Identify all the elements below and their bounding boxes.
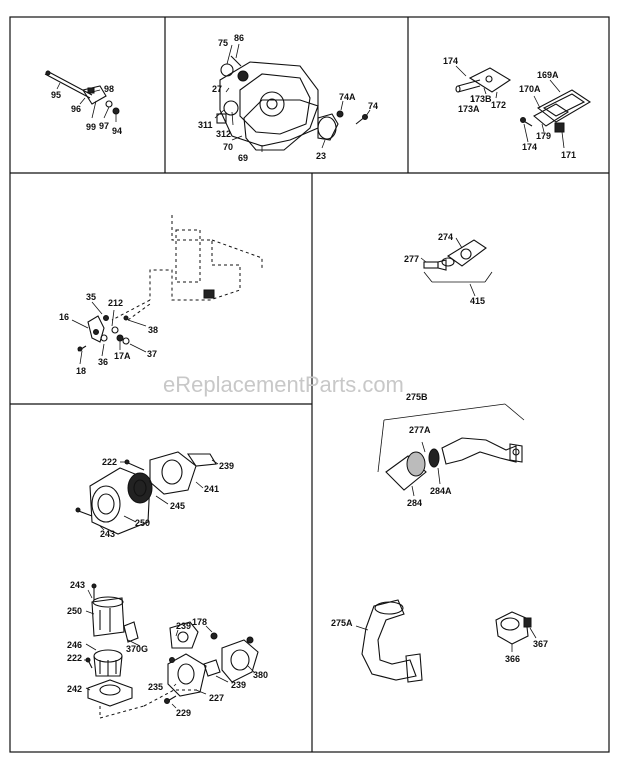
part-label: 415 [470, 296, 485, 306]
part-label: 170A [519, 84, 541, 94]
part-label: 275A [331, 618, 353, 628]
part-label: 274 [438, 232, 453, 242]
part-label: 178 [192, 617, 207, 627]
linkage-assembly-drawing [44, 70, 120, 122]
part-label: 38 [148, 325, 158, 335]
part-label: 250 [135, 518, 150, 528]
part-label: 96 [71, 104, 81, 114]
part-label: 171 [561, 150, 576, 160]
part-label: 229 [176, 708, 191, 718]
part-label: 284A [430, 486, 452, 496]
part-label: 23 [316, 151, 326, 161]
part-label: 366 [505, 654, 520, 664]
part-label: 173B [470, 94, 492, 104]
part-label: 37 [147, 349, 157, 359]
part-label: 243 [70, 580, 85, 590]
part-label: 18 [76, 366, 86, 376]
part-label: 311 [198, 120, 213, 130]
part-label: 97 [99, 121, 109, 131]
part-label: 312 [216, 129, 231, 139]
part-label: 245 [170, 501, 185, 511]
part-label: 74 [368, 101, 378, 111]
part-label: 380 [253, 670, 268, 680]
part-label: 179 [536, 131, 551, 141]
part-label: 36 [98, 357, 108, 367]
part-label: 95 [51, 90, 61, 100]
part-label: 16 [59, 312, 69, 322]
part-label: 17A [114, 351, 131, 361]
part-label: 75 [218, 38, 228, 48]
part-label: 174 [522, 142, 537, 152]
part-label: 284 [407, 498, 422, 508]
part-label: 239 [176, 621, 191, 631]
part-label: 70 [223, 142, 233, 152]
part-label: 69 [238, 153, 248, 163]
part-label: 243 [100, 529, 115, 539]
part-label: 275B [406, 392, 428, 402]
part-label: 222 [67, 653, 82, 663]
part-label: 370G [126, 644, 148, 654]
part-label: 173A [458, 104, 480, 114]
part-label: 222 [102, 457, 117, 467]
part-label: 74A [339, 92, 356, 102]
crankcase-cover-drawing [214, 43, 371, 152]
part-label: 250 [67, 606, 82, 616]
part-label: 94 [112, 126, 122, 136]
exhaust-pipe-drawing [355, 599, 537, 683]
part-label: 239 [231, 680, 246, 690]
part-label: 86 [234, 33, 244, 43]
part-label: 246 [67, 640, 82, 650]
part-label: 235 [148, 682, 163, 692]
part-label: 172 [491, 100, 506, 110]
part-label: 277A [409, 425, 431, 435]
exhaust-elbow-drawing [377, 403, 525, 497]
panel-grid [9, 16, 610, 753]
breather-assembly-drawing [455, 65, 592, 149]
carburetor-drawing [84, 583, 259, 719]
part-label: 99 [86, 122, 96, 132]
part-label: 242 [67, 684, 82, 694]
part-label: 367 [533, 639, 548, 649]
part-label: 98 [104, 84, 114, 94]
part-label: 27 [212, 84, 222, 94]
part-label: 35 [86, 292, 96, 302]
part-label: 227 [209, 693, 224, 703]
throttle-control-drawing [71, 215, 263, 365]
part-label: 241 [204, 484, 219, 494]
part-label: 277 [404, 254, 419, 264]
part-label: 212 [108, 298, 123, 308]
part-label: 174 [443, 56, 458, 66]
air-cleaner-drawing [75, 451, 219, 535]
muffler-flange-drawing [420, 237, 493, 297]
part-label: 169A [537, 70, 559, 80]
part-label: 239 [219, 461, 234, 471]
watermark: eReplacementParts.com [163, 372, 404, 397]
